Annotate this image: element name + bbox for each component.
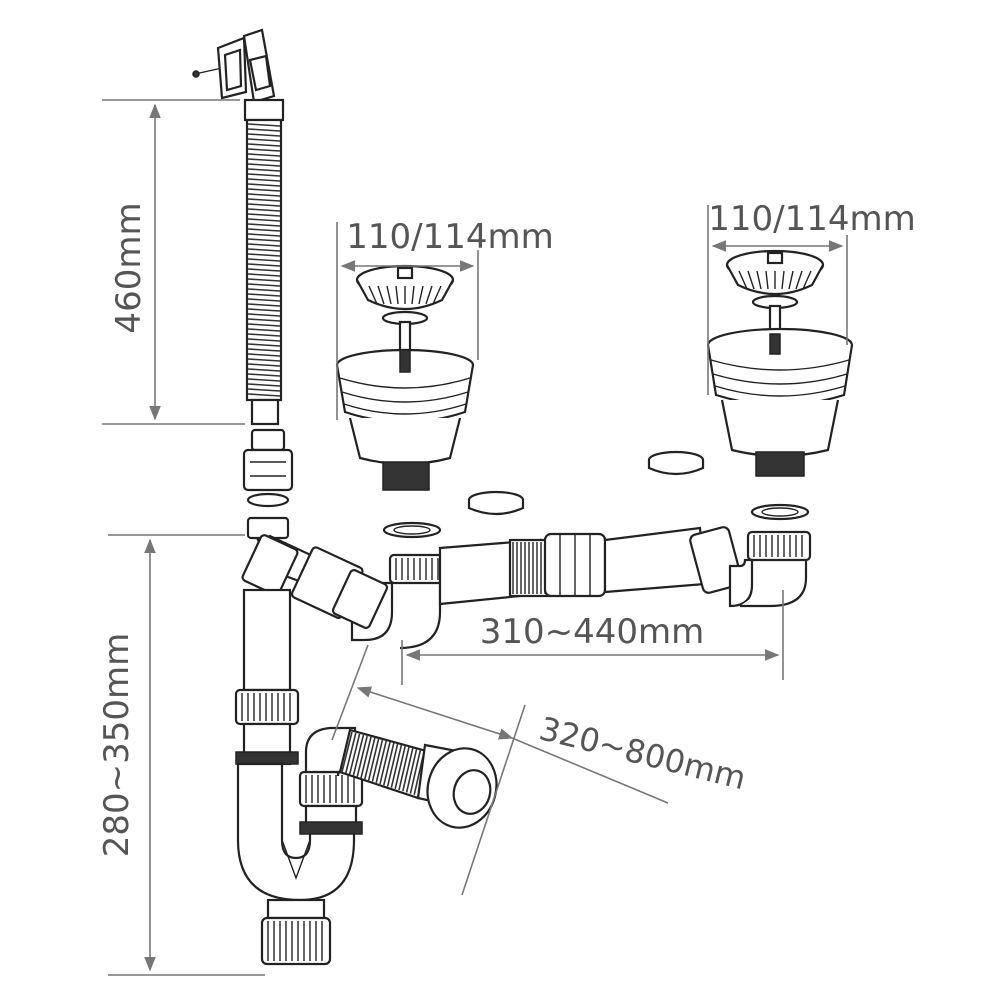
label-460mm: 460mm: [109, 202, 149, 333]
tee-junction: [241, 516, 389, 629]
right-waste-elbow: [689, 526, 812, 608]
right-basket-strainer: [706, 249, 854, 477]
label-crossover: 310~440mm: [480, 612, 705, 652]
dim-460mm: [102, 99, 245, 425]
flexible-outlet-hose: [304, 726, 498, 829]
left-basket-strainer: [335, 264, 475, 491]
dim-right-strainer: [707, 205, 848, 395]
dim-outlet: [331, 644, 669, 896]
overflow-plate: [192, 28, 276, 104]
dim-trap-height: [108, 534, 265, 976]
overflow-hose: [245, 118, 283, 426]
dim-crossover: [401, 590, 784, 685]
label-left-strainer: 110/114mm: [346, 217, 554, 257]
overflow-assembly: [192, 28, 294, 508]
dim-left-strainer: [336, 222, 479, 420]
label-trap-height: 280~350mm: [97, 633, 137, 858]
crossover-pipe: [438, 526, 707, 606]
label-right-strainer: 110/114mm: [708, 199, 916, 239]
overflow-connector: [242, 428, 294, 508]
bottle-trap: [234, 588, 364, 966]
overflow-hose-top-collar: [243, 98, 285, 122]
label-outlet: 320~800mm: [536, 709, 750, 797]
washers: [382, 450, 810, 539]
